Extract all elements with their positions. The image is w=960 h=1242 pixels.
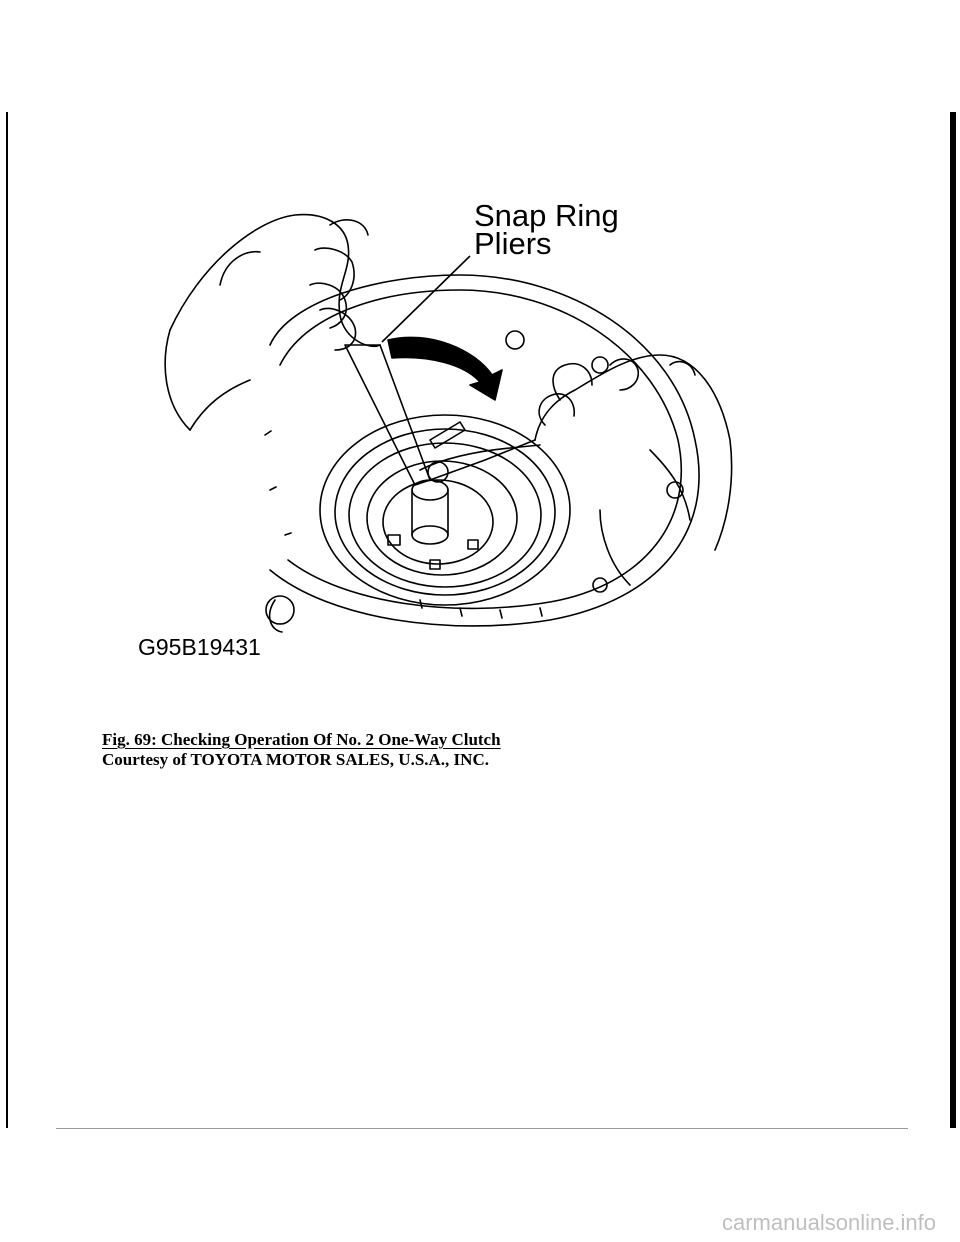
right-page-rule xyxy=(950,112,956,1128)
watermark: carmanualsonline.info xyxy=(722,1210,937,1235)
left-page-rule xyxy=(6,112,8,1128)
callout-pliers: Pliers xyxy=(474,226,552,261)
figure-credit: Courtesy of TOYOTA MOTOR SALES, U.S.A., … xyxy=(102,750,489,769)
figure-caption: Fig. 69: Checking Operation Of No. 2 One… xyxy=(102,730,501,749)
bottom-page-rule xyxy=(56,1128,908,1129)
figure-code: G95B19431 xyxy=(138,634,261,660)
callout-snap-ring: Snap Ring xyxy=(474,198,619,233)
pliers-illustration xyxy=(130,190,740,670)
